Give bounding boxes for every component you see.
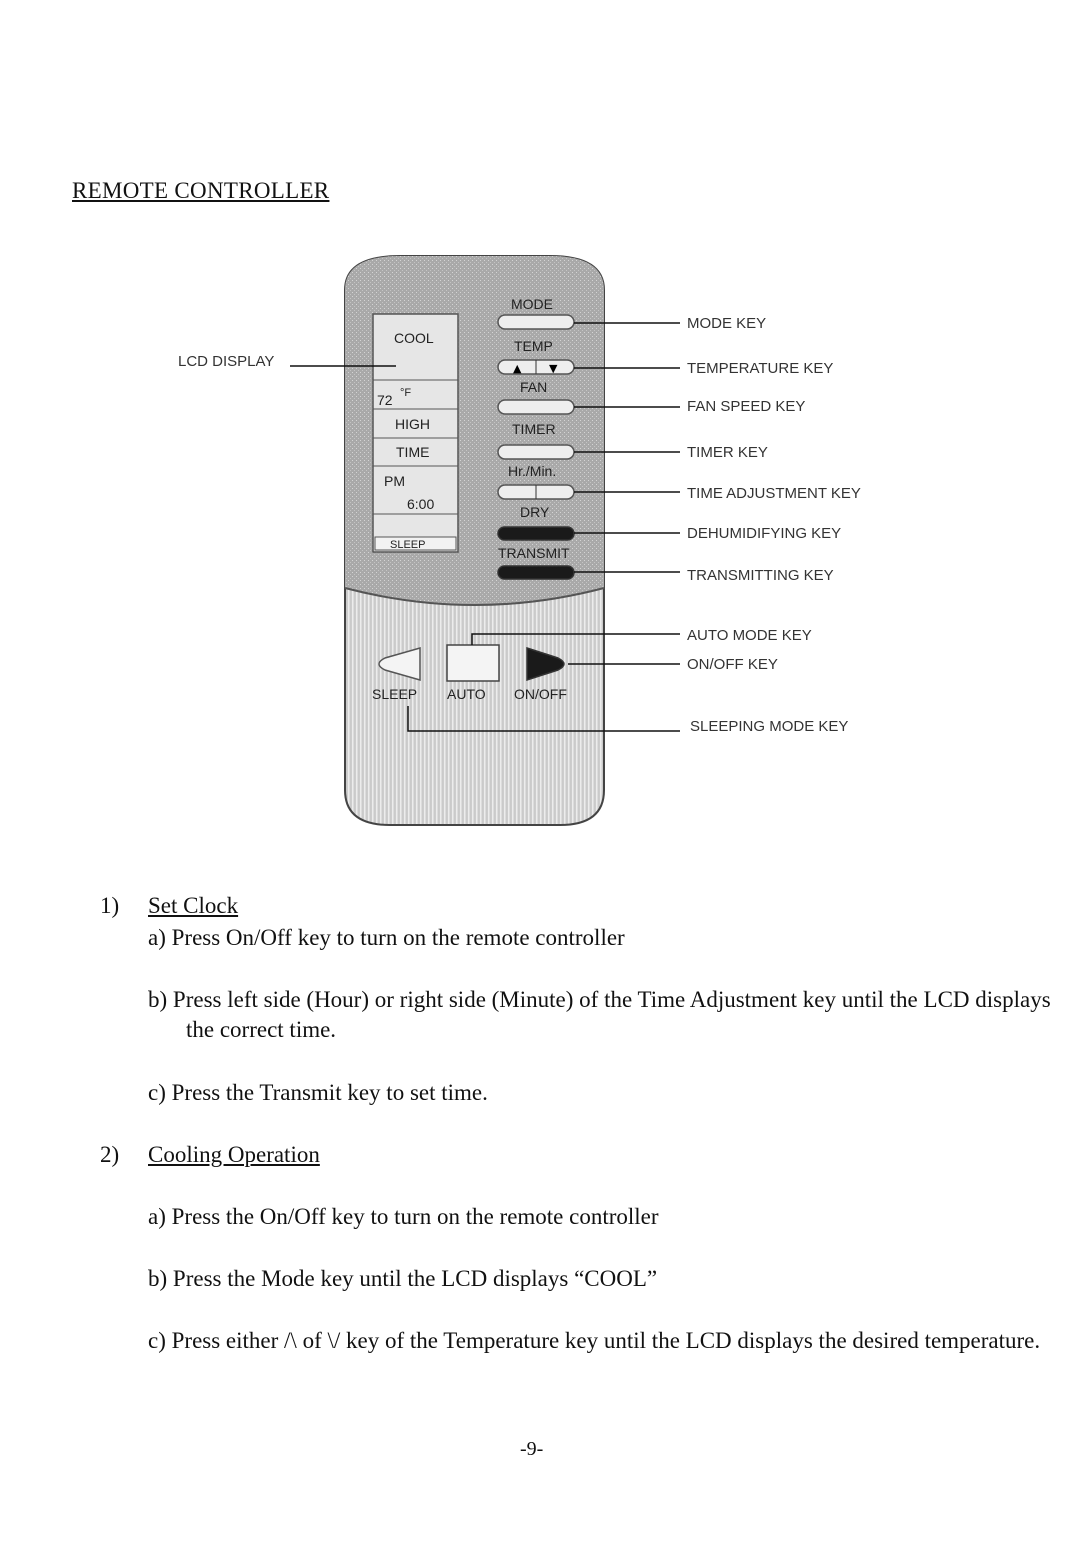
section-title: REMOTE CONTROLLER <box>72 178 330 203</box>
leader-lines <box>290 322 680 732</box>
lcd-ampm-text: PM <box>384 473 405 489</box>
dehumidifying-key[interactable] <box>497 526 575 541</box>
lcd-fan-text: HIGH <box>395 416 430 432</box>
lcd-mode-text: COOL <box>394 330 434 346</box>
lcd-time-label: TIME <box>396 444 429 460</box>
mode-key[interactable] <box>497 314 575 330</box>
section-1-step-c: c) Press the Transmit key to set time. <box>148 1080 488 1105</box>
sleep-key-label: SLEEP <box>372 686 417 702</box>
section-2-heading: Cooling Operation <box>148 1142 320 1167</box>
temperature-key[interactable]: ▲ ▼ <box>497 359 575 375</box>
onoff-key-label: ON/OFF <box>514 686 567 702</box>
section-1-step-b: b) Press left side (Hour) or right side … <box>148 987 1051 1042</box>
dry-key-label: DRY <box>520 504 550 520</box>
transmit-key-label: TRANSMIT <box>498 545 570 561</box>
timer-key-label: TIMER <box>512 421 556 437</box>
section-2-step-c: c) Press either /\ of \/ key of the Temp… <box>148 1328 1041 1353</box>
lcd-temperature-text: 72 <box>377 392 393 408</box>
auto-key[interactable] <box>446 644 500 682</box>
mode-key-label: MODE <box>511 296 553 312</box>
mode-key-callout: MODE KEY <box>687 315 766 332</box>
dehumidifying-key-callout: DEHUMIDIFYING KEY <box>687 525 841 542</box>
temp-up-arrow-icon: ▲ <box>513 362 522 375</box>
lcd-time-text: 6:00 <box>407 496 434 512</box>
section-1-number: 1) <box>100 893 120 918</box>
timer-key-callout: TIMER KEY <box>687 444 768 461</box>
time-adjustment-key-callout: TIME ADJUSTMENT KEY <box>687 485 861 502</box>
fan-key-label: FAN <box>520 379 547 395</box>
onoff-key[interactable] <box>526 646 565 682</box>
section-1-heading: Set Clock <box>148 893 239 918</box>
onoff-key-callout: ON/OFF KEY <box>687 656 778 673</box>
section-2-step-a: a) Press the On/Off key to turn on the r… <box>148 1204 659 1229</box>
remote-controller-diagram: COOL 72 °F HIGH TIME PM 6:00 SLEEP MODE … <box>178 255 861 826</box>
page-number: -9- <box>520 1438 544 1460</box>
hrmin-key-label: Hr./Min. <box>508 463 556 479</box>
lcd-display-callout: LCD DISPLAY <box>178 353 274 370</box>
transmitting-key[interactable] <box>497 565 575 580</box>
lcd-display: COOL 72 °F HIGH TIME PM 6:00 SLEEP <box>372 313 459 553</box>
section-2-number: 2) <box>100 1142 120 1167</box>
auto-mode-key-callout: AUTO MODE KEY <box>687 627 812 644</box>
lcd-unit-text: °F <box>400 387 411 399</box>
auto-key-label: AUTO <box>447 686 486 702</box>
fan-speed-key-callout: FAN SPEED KEY <box>687 398 805 415</box>
transmitting-key-callout: TRANSMITTING KEY <box>687 567 834 584</box>
temp-down-arrow-icon: ▼ <box>549 362 558 375</box>
time-adjustment-key[interactable] <box>497 484 575 500</box>
temp-key-label: TEMP <box>514 338 553 354</box>
timer-key[interactable] <box>497 444 575 460</box>
sleep-key[interactable] <box>378 647 421 681</box>
sleeping-mode-key-callout: SLEEPING MODE KEY <box>690 718 848 735</box>
lcd-sleep-text: SLEEP <box>390 539 425 551</box>
temperature-key-callout: TEMPERATURE KEY <box>687 360 833 377</box>
fan-key[interactable] <box>497 399 575 415</box>
section-2-step-b: b) Press the Mode key until the LCD disp… <box>148 1266 658 1291</box>
section-1-step-a: a) Press On/Off key to turn on the remot… <box>148 925 625 950</box>
